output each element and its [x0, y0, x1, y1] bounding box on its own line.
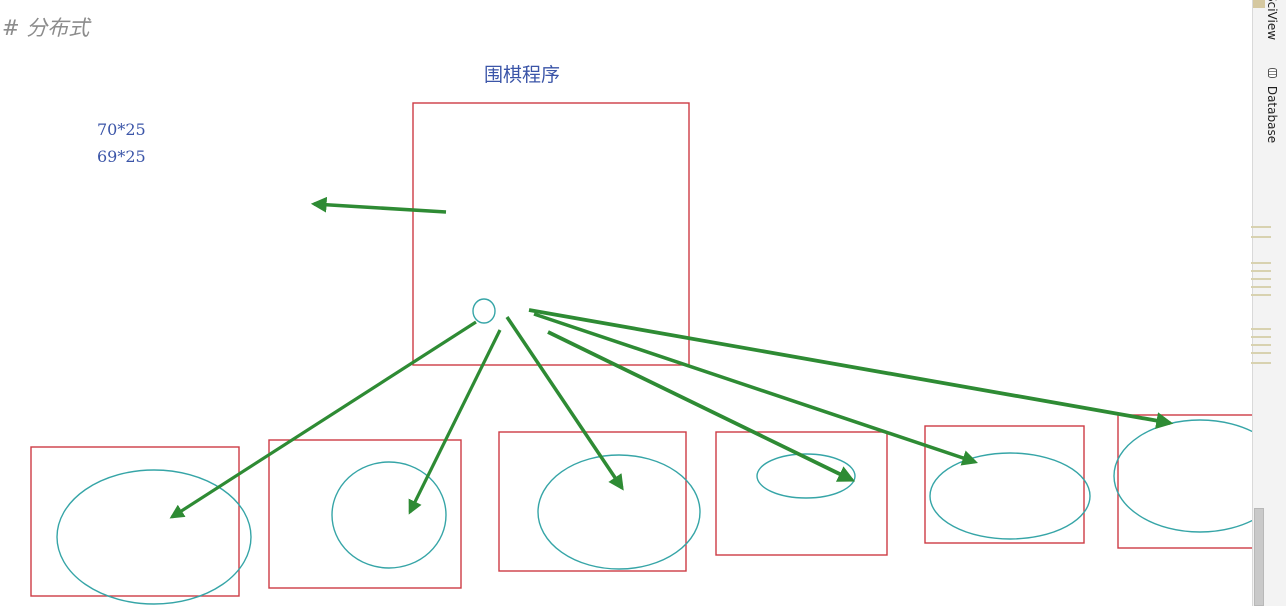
- arrow-to-worker-3: [505, 316, 624, 491]
- arrow-to-worker-2: [408, 329, 502, 515]
- scroll-markers: [1251, 222, 1286, 382]
- scroll-marker[interactable]: [1251, 336, 1271, 338]
- right-tool-strip: SciView Database: [1251, 0, 1286, 606]
- diagram-title: 围棋程序: [484, 64, 561, 86]
- database-icon: [1267, 68, 1277, 78]
- worker-box-2: [268, 439, 462, 589]
- tab-sciview-label: SciView: [1265, 0, 1279, 41]
- sciview-icon: [1253, 0, 1265, 8]
- note-line-1: 70*25: [97, 120, 146, 139]
- tab-database[interactable]: Database: [1259, 68, 1279, 143]
- drawing-canvas[interactable]: # 分布式 围棋程序 70*25 69*25: [0, 0, 1252, 606]
- worker-node-6: [1113, 419, 1252, 533]
- scroll-marker[interactable]: [1251, 286, 1271, 288]
- arrow-to-worker-1: [169, 320, 477, 519]
- worker-node-1: [56, 469, 252, 605]
- worker-box-4: [715, 431, 888, 556]
- scrollbar-thumb[interactable]: [1254, 508, 1264, 606]
- scroll-marker[interactable]: [1251, 328, 1271, 330]
- worker-node-2: [331, 461, 447, 569]
- scroll-marker[interactable]: [1251, 344, 1271, 346]
- diagram-drawing: [30, 102, 1252, 605]
- scroll-marker[interactable]: [1251, 294, 1271, 296]
- tab-database-label: Database: [1265, 85, 1279, 144]
- scroll-marker[interactable]: [1251, 278, 1271, 280]
- arrow-to-worker-5: [533, 312, 978, 466]
- note-line-2: 69*25: [97, 147, 146, 166]
- main-program-box: [412, 102, 690, 366]
- tab-sciview[interactable]: SciView: [1259, 0, 1279, 50]
- arrow-to-worker-4: [547, 330, 856, 482]
- worker-box-3: [498, 431, 687, 572]
- scroll-marker[interactable]: [1251, 352, 1271, 354]
- worker-box-5: [924, 425, 1085, 544]
- scroll-marker[interactable]: [1251, 362, 1271, 364]
- arrow-to-worker-6: [528, 308, 1174, 430]
- worker-box-1: [30, 446, 240, 597]
- markdown-heading: # 分布式: [2, 16, 90, 40]
- worker-box-6: [1117, 414, 1252, 549]
- scroll-marker[interactable]: [1251, 270, 1271, 272]
- worker-node-5: [929, 452, 1091, 540]
- main-program-node: [472, 298, 496, 324]
- scroll-marker[interactable]: [1251, 236, 1271, 238]
- scroll-marker[interactable]: [1251, 262, 1271, 264]
- worker-node-3: [537, 454, 701, 570]
- scroll-marker[interactable]: [1251, 226, 1271, 228]
- left-arrow: [310, 196, 447, 214]
